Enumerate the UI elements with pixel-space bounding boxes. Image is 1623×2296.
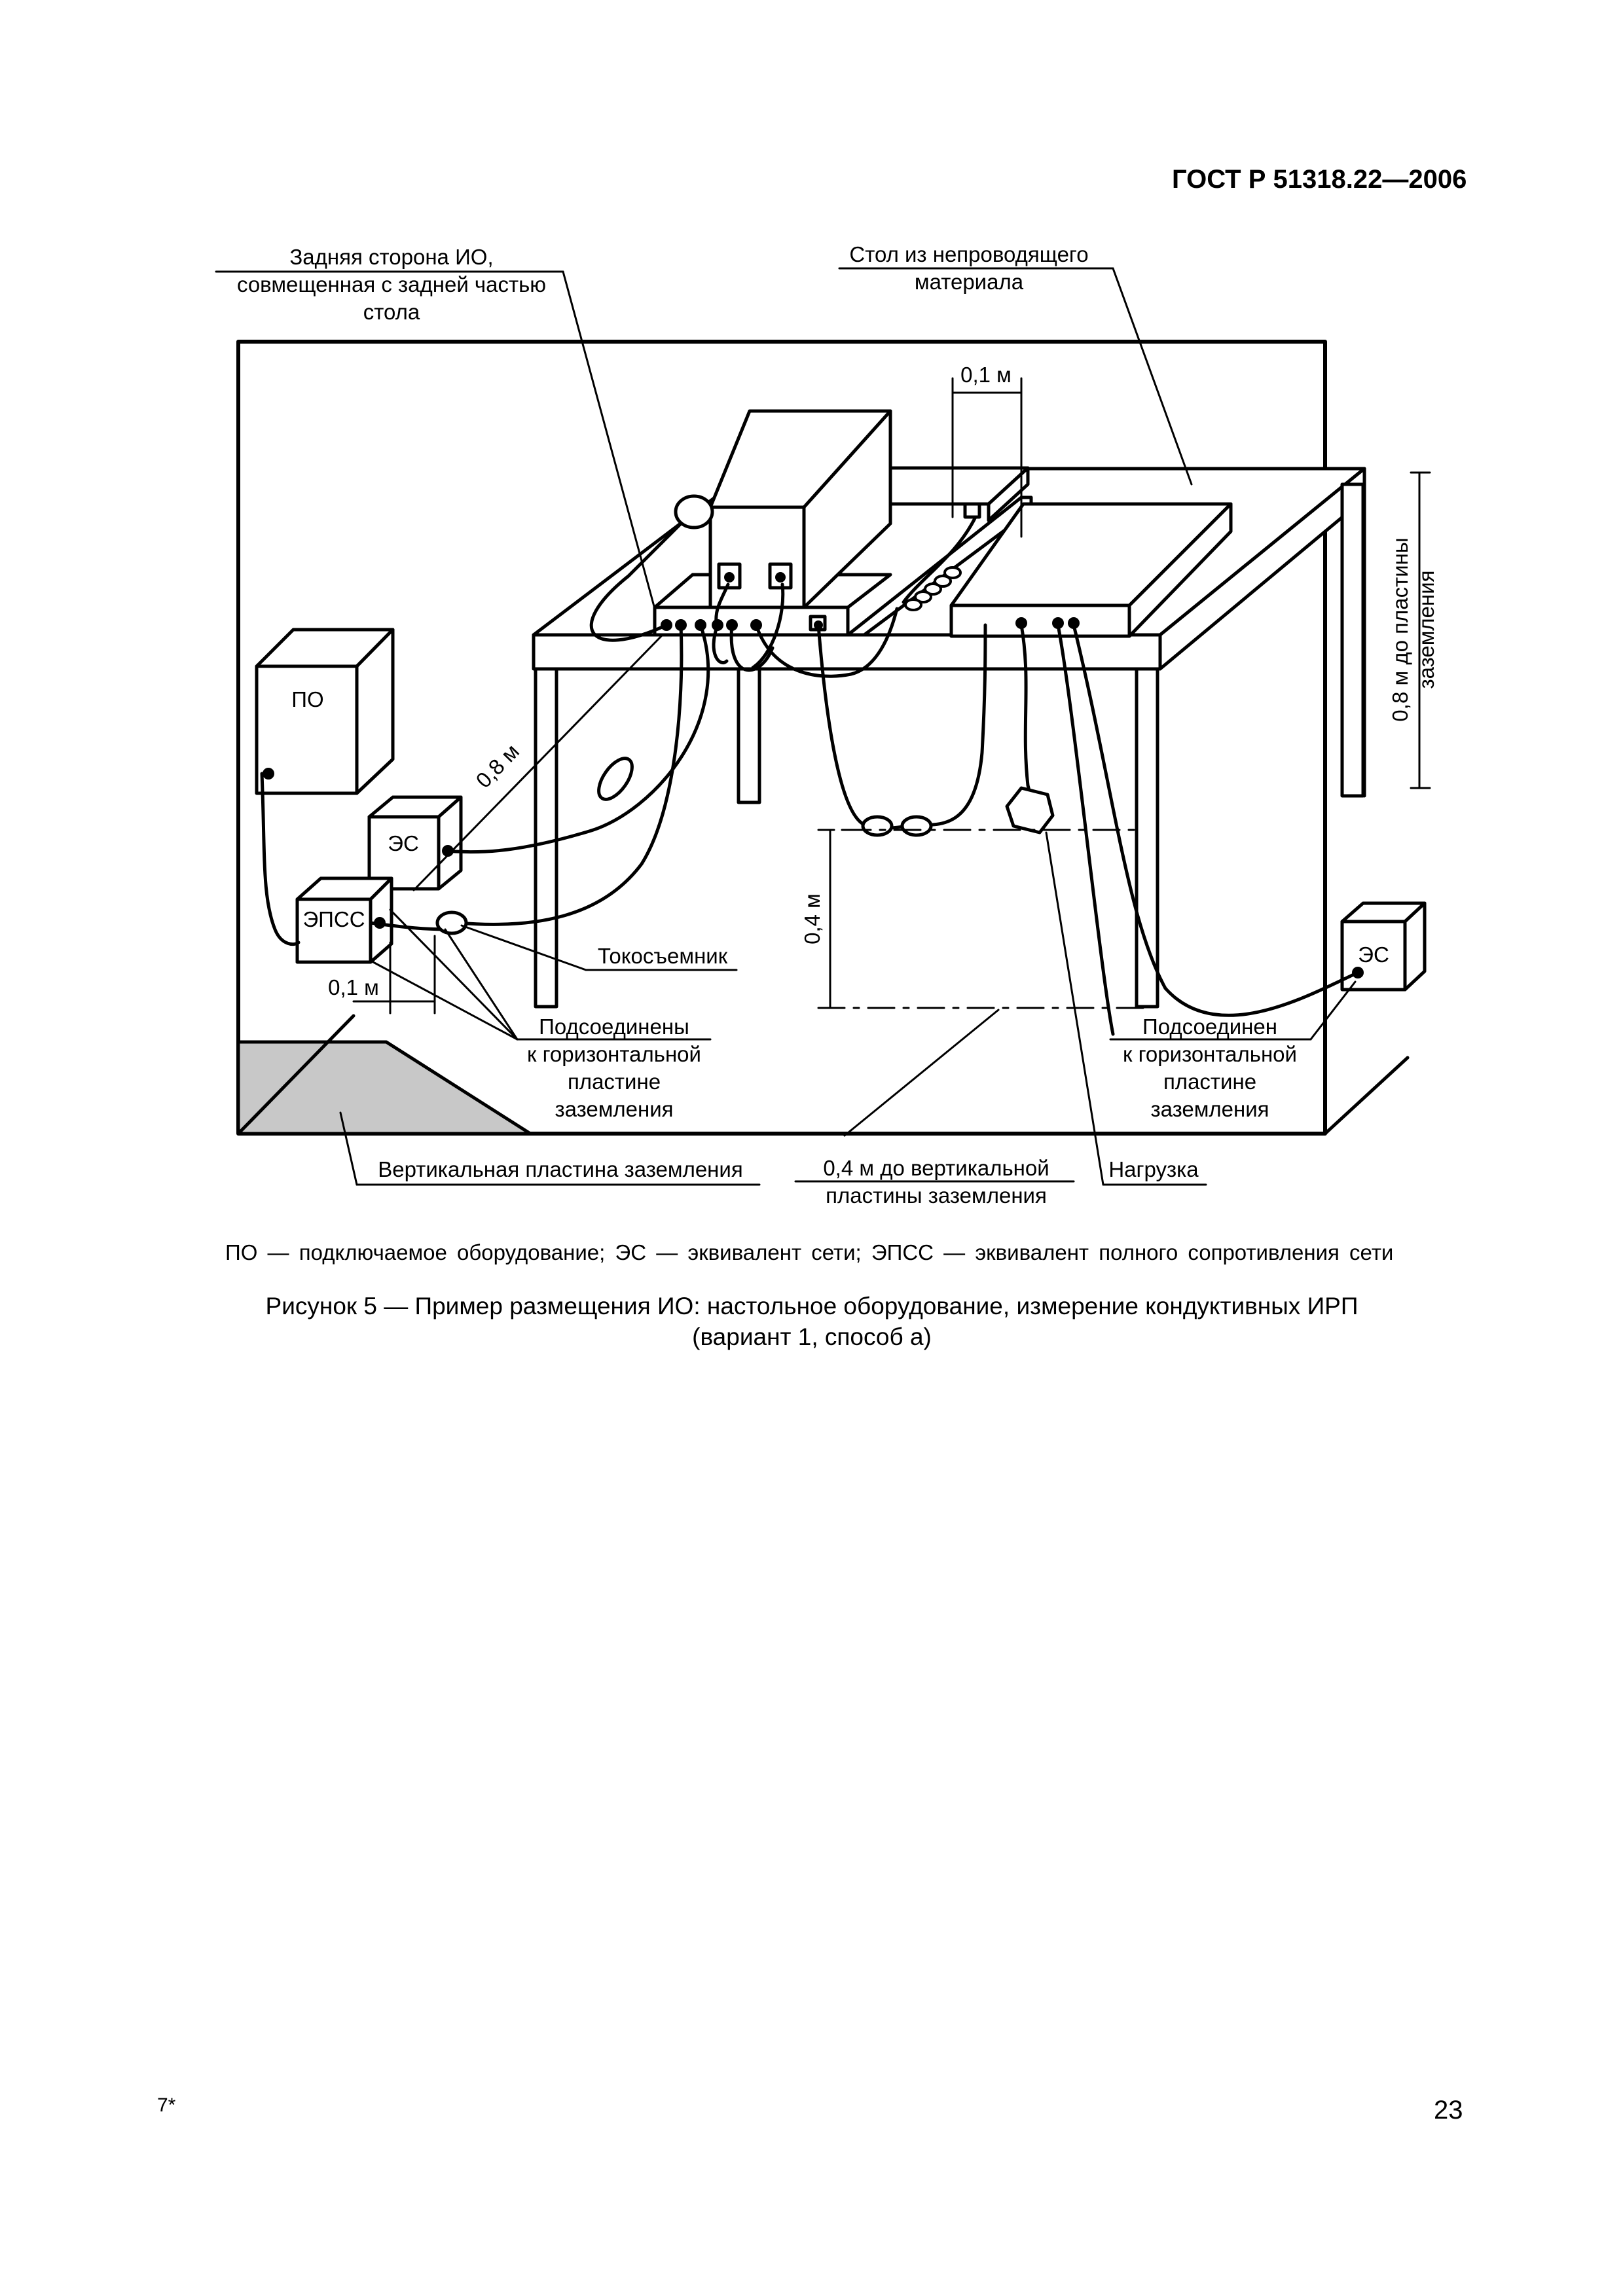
label-connected-one-4: заземления [1150,1097,1269,1121]
epss-box [295,876,393,964]
cable-bundle [861,815,894,837]
equipment-layout-figure: Задняя сторона ИО, совмещенная с задней … [215,242,1438,1208]
label-dist-04-vertical: 0,4 м [800,893,824,944]
label-load: Нагрузка [1108,1157,1199,1181]
table [532,467,1366,1009]
label-es-right: ЭС [1358,942,1389,967]
caption-line-2: (вариант 1, способ а) [692,1323,932,1350]
current-probe [435,910,468,935]
label-connected-many-4: заземления [555,1097,673,1121]
label-connected-many-3: пластине [568,1069,661,1094]
vertical-ground-plate [236,1040,532,1136]
figure-caption: Рисунок 5 — Пример размещения ИО: настол… [244,1291,1380,1352]
label-vertical-plate: Вертикальная пластина заземления [378,1157,742,1181]
connector-dots [263,572,1364,978]
room-frame [236,340,1327,1136]
label-dist-01-bottom: 0,1 м [328,975,379,999]
label-dist-08-right-2: заземления [1414,570,1438,689]
dimension-lines [352,377,1431,1137]
label-back-side-1: Задняя сторона ИО, [289,245,493,269]
footer-sheet-mark: 7* [157,2094,176,2116]
label-connected-one-2: к горизонтальной [1123,1042,1297,1066]
caption-line-1: Рисунок 5 — Пример размещения ИО: настол… [265,1293,1359,1319]
ferrite-clamp [674,494,714,529]
label-connected-one-1: Подсоединен [1142,1014,1277,1039]
label-dist-08-right-1: 0,8 м до пластины [1388,537,1412,721]
label-back-side-3: стола [363,300,420,324]
label-connected-many-2: к горизонтальной [527,1042,701,1066]
cable-bundle [900,815,933,837]
label-dist-04-plate-1: 0,4 м до вертикальной [823,1156,1049,1180]
figure-legend: ПО — подключаемое оборудование; ЭС — экв… [225,1240,1394,1265]
label-connected-one-3: пластине [1163,1069,1256,1094]
label-back-side-2: совмещенная с задней частью [237,272,546,296]
label-epss: ЭПСС [302,907,365,931]
leader-lines [215,267,1357,1186]
label-table-2: материала [915,270,1024,294]
label-po: ПО [291,687,323,711]
label-dist-01-top: 0,1 м [960,363,1012,387]
coiled-cable [904,566,962,611]
load-box [1005,786,1055,834]
po-box [255,628,395,795]
label-probe: Токосъемник [598,944,728,968]
page-number: 23 [1434,2096,1463,2125]
ferrite-clamp [597,757,634,801]
label-dist-04-plate-2: пластины заземления [826,1183,1047,1208]
label-connected-many-1: Подсоединены [539,1014,689,1039]
floor-edge-right [1323,1056,1410,1136]
label-table-1: Стол из непроводящего [849,242,1088,266]
eut-unit-main [653,409,1033,637]
label-es-left: ЭС [388,831,419,855]
document-code: ГОСТ Р 51318.22—2006 [1172,165,1467,194]
